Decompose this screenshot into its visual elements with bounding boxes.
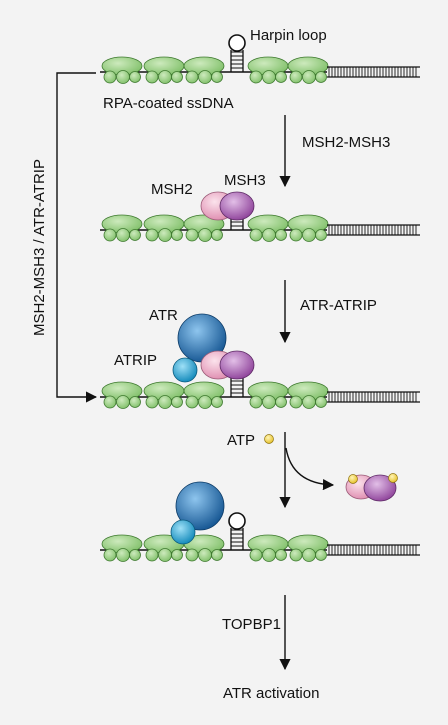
atr-atrip-msh-complex xyxy=(172,313,255,383)
atp-dot-icon xyxy=(264,434,274,444)
feedback-label: MSH2-MSH3 / ATR-ATRIP xyxy=(31,159,48,336)
rpa-ssdna-label: RPA-coated ssDNA xyxy=(103,95,234,112)
dna-strand-row-1 xyxy=(100,34,420,84)
double-strand-dna-icon xyxy=(327,391,420,403)
dna-strand-row-3 xyxy=(100,359,420,409)
atp-label: ATP xyxy=(227,432,255,449)
hairpin-loop-icon xyxy=(228,512,246,550)
rpa-protein-cluster xyxy=(287,56,329,84)
rpa-protein-cluster xyxy=(143,214,185,242)
rpa-protein-cluster xyxy=(101,534,143,562)
dna-strand-row-4 xyxy=(100,512,420,562)
double-strand-dna-icon xyxy=(327,66,420,78)
double-strand-dna-icon xyxy=(327,544,420,556)
rpa-protein-cluster xyxy=(143,381,185,409)
atrip-sphere-icon xyxy=(170,519,196,545)
rpa-protein-cluster xyxy=(183,56,225,84)
feedback-bracket-arrow xyxy=(56,72,98,403)
rpa-protein-cluster xyxy=(247,534,289,562)
step-topbp1-label: TOPBP1 xyxy=(222,616,281,633)
rpa-protein-cluster xyxy=(183,381,225,409)
hairpin-loop-label: Harpin loop xyxy=(250,27,327,44)
release-curve-arrow xyxy=(285,447,335,491)
rpa-protein-cluster xyxy=(101,214,143,242)
dna-strand-row-2 xyxy=(100,192,420,242)
rpa-protein-cluster xyxy=(247,381,289,409)
atrip-sphere-icon xyxy=(172,357,198,383)
rpa-protein-cluster xyxy=(101,56,143,84)
rpa-protein-cluster xyxy=(143,56,185,84)
atr-activation-label: ATR activation xyxy=(223,685,319,702)
hairpin-loop-icon xyxy=(228,34,246,72)
rpa-protein-cluster xyxy=(287,214,329,242)
step-atr-atrip-label: ATR-ATRIP xyxy=(300,297,377,314)
step-msh2-msh3-label: MSH2-MSH3 xyxy=(302,134,390,151)
msh2-msh3-complex-icon xyxy=(200,191,255,221)
atrip-label: ATRIP xyxy=(114,352,157,369)
rpa-protein-cluster xyxy=(101,381,143,409)
atr-atrip-complex xyxy=(170,481,225,545)
rpa-protein-cluster xyxy=(247,214,289,242)
released-msh2-msh3-atp-icon xyxy=(345,473,398,502)
rpa-protein-cluster xyxy=(247,56,289,84)
rpa-protein-cluster xyxy=(183,534,225,562)
rpa-protein-cluster xyxy=(287,381,329,409)
atr-label: ATR xyxy=(149,307,178,324)
msh3-label: MSH3 xyxy=(224,172,266,189)
atr-sphere-icon xyxy=(175,481,225,531)
rpa-protein-cluster xyxy=(287,534,329,562)
msh2-label: MSH2 xyxy=(151,181,193,198)
double-strand-dna-icon xyxy=(327,224,420,236)
